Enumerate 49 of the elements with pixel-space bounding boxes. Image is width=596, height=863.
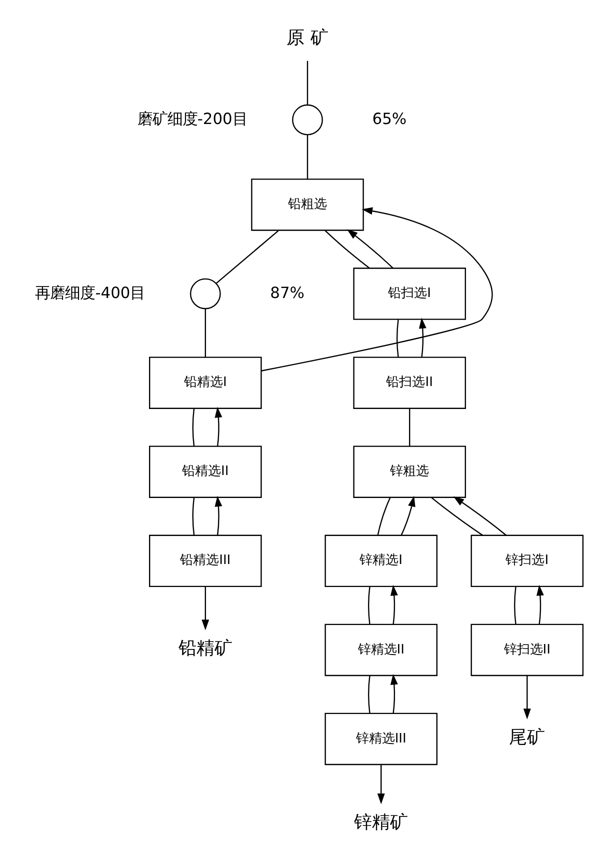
- node-box: 铅精选I: [149, 356, 262, 409]
- connector: [514, 586, 516, 624]
- node-label: 65%: [372, 110, 407, 128]
- arrow: [346, 229, 394, 269]
- node-label: 磨矿细度-200目: [137, 110, 248, 128]
- node-box: 锌精选III: [324, 712, 438, 766]
- connector: [377, 497, 391, 536]
- arrow: [390, 584, 398, 624]
- connector: [409, 408, 410, 446]
- arrow: [202, 586, 210, 630]
- arrow: [418, 318, 426, 358]
- node-box: 锌扫选II: [470, 624, 584, 676]
- node-circle: [190, 278, 221, 310]
- arrow: [214, 496, 222, 536]
- node-text: 尾矿: [509, 727, 546, 748]
- arrow: [390, 674, 398, 714]
- connector: [204, 308, 206, 358]
- node-box: 铅粗选: [251, 178, 364, 231]
- node-box: 锌精选I: [324, 534, 438, 588]
- arrow: [453, 496, 506, 536]
- connector: [306, 135, 308, 180]
- arrow: [214, 406, 222, 446]
- arrow: [536, 584, 544, 624]
- node-box: 锌粗选: [353, 446, 466, 498]
- arrow: [261, 207, 493, 372]
- connector: [306, 60, 308, 105]
- connector: [431, 497, 484, 536]
- connector: [368, 676, 370, 714]
- connector: [368, 586, 370, 624]
- connector: [192, 408, 195, 446]
- node-box: 铅精选III: [149, 534, 262, 588]
- connector: [324, 230, 370, 269]
- node-label: 87%: [270, 284, 304, 302]
- node-circle: [292, 104, 323, 136]
- node-box: 铅扫选II: [353, 356, 466, 409]
- node-box: 铅精选II: [149, 446, 262, 498]
- node-label: 再磨细度-400目: [35, 284, 146, 302]
- node-box: 锌精选II: [324, 624, 438, 676]
- node-box: 铅扫选I: [353, 268, 466, 320]
- node-box: 锌扫选I: [470, 534, 584, 588]
- connector: [192, 498, 195, 536]
- connector: [396, 320, 399, 358]
- arrow: [377, 764, 385, 804]
- node-text: 锌精矿: [354, 812, 408, 834]
- node-text: 铅精矿: [178, 638, 232, 660]
- arrow: [400, 496, 416, 536]
- arrow: [523, 676, 531, 720]
- connector: [216, 230, 279, 284]
- node-text: 原 矿: [286, 27, 328, 48]
